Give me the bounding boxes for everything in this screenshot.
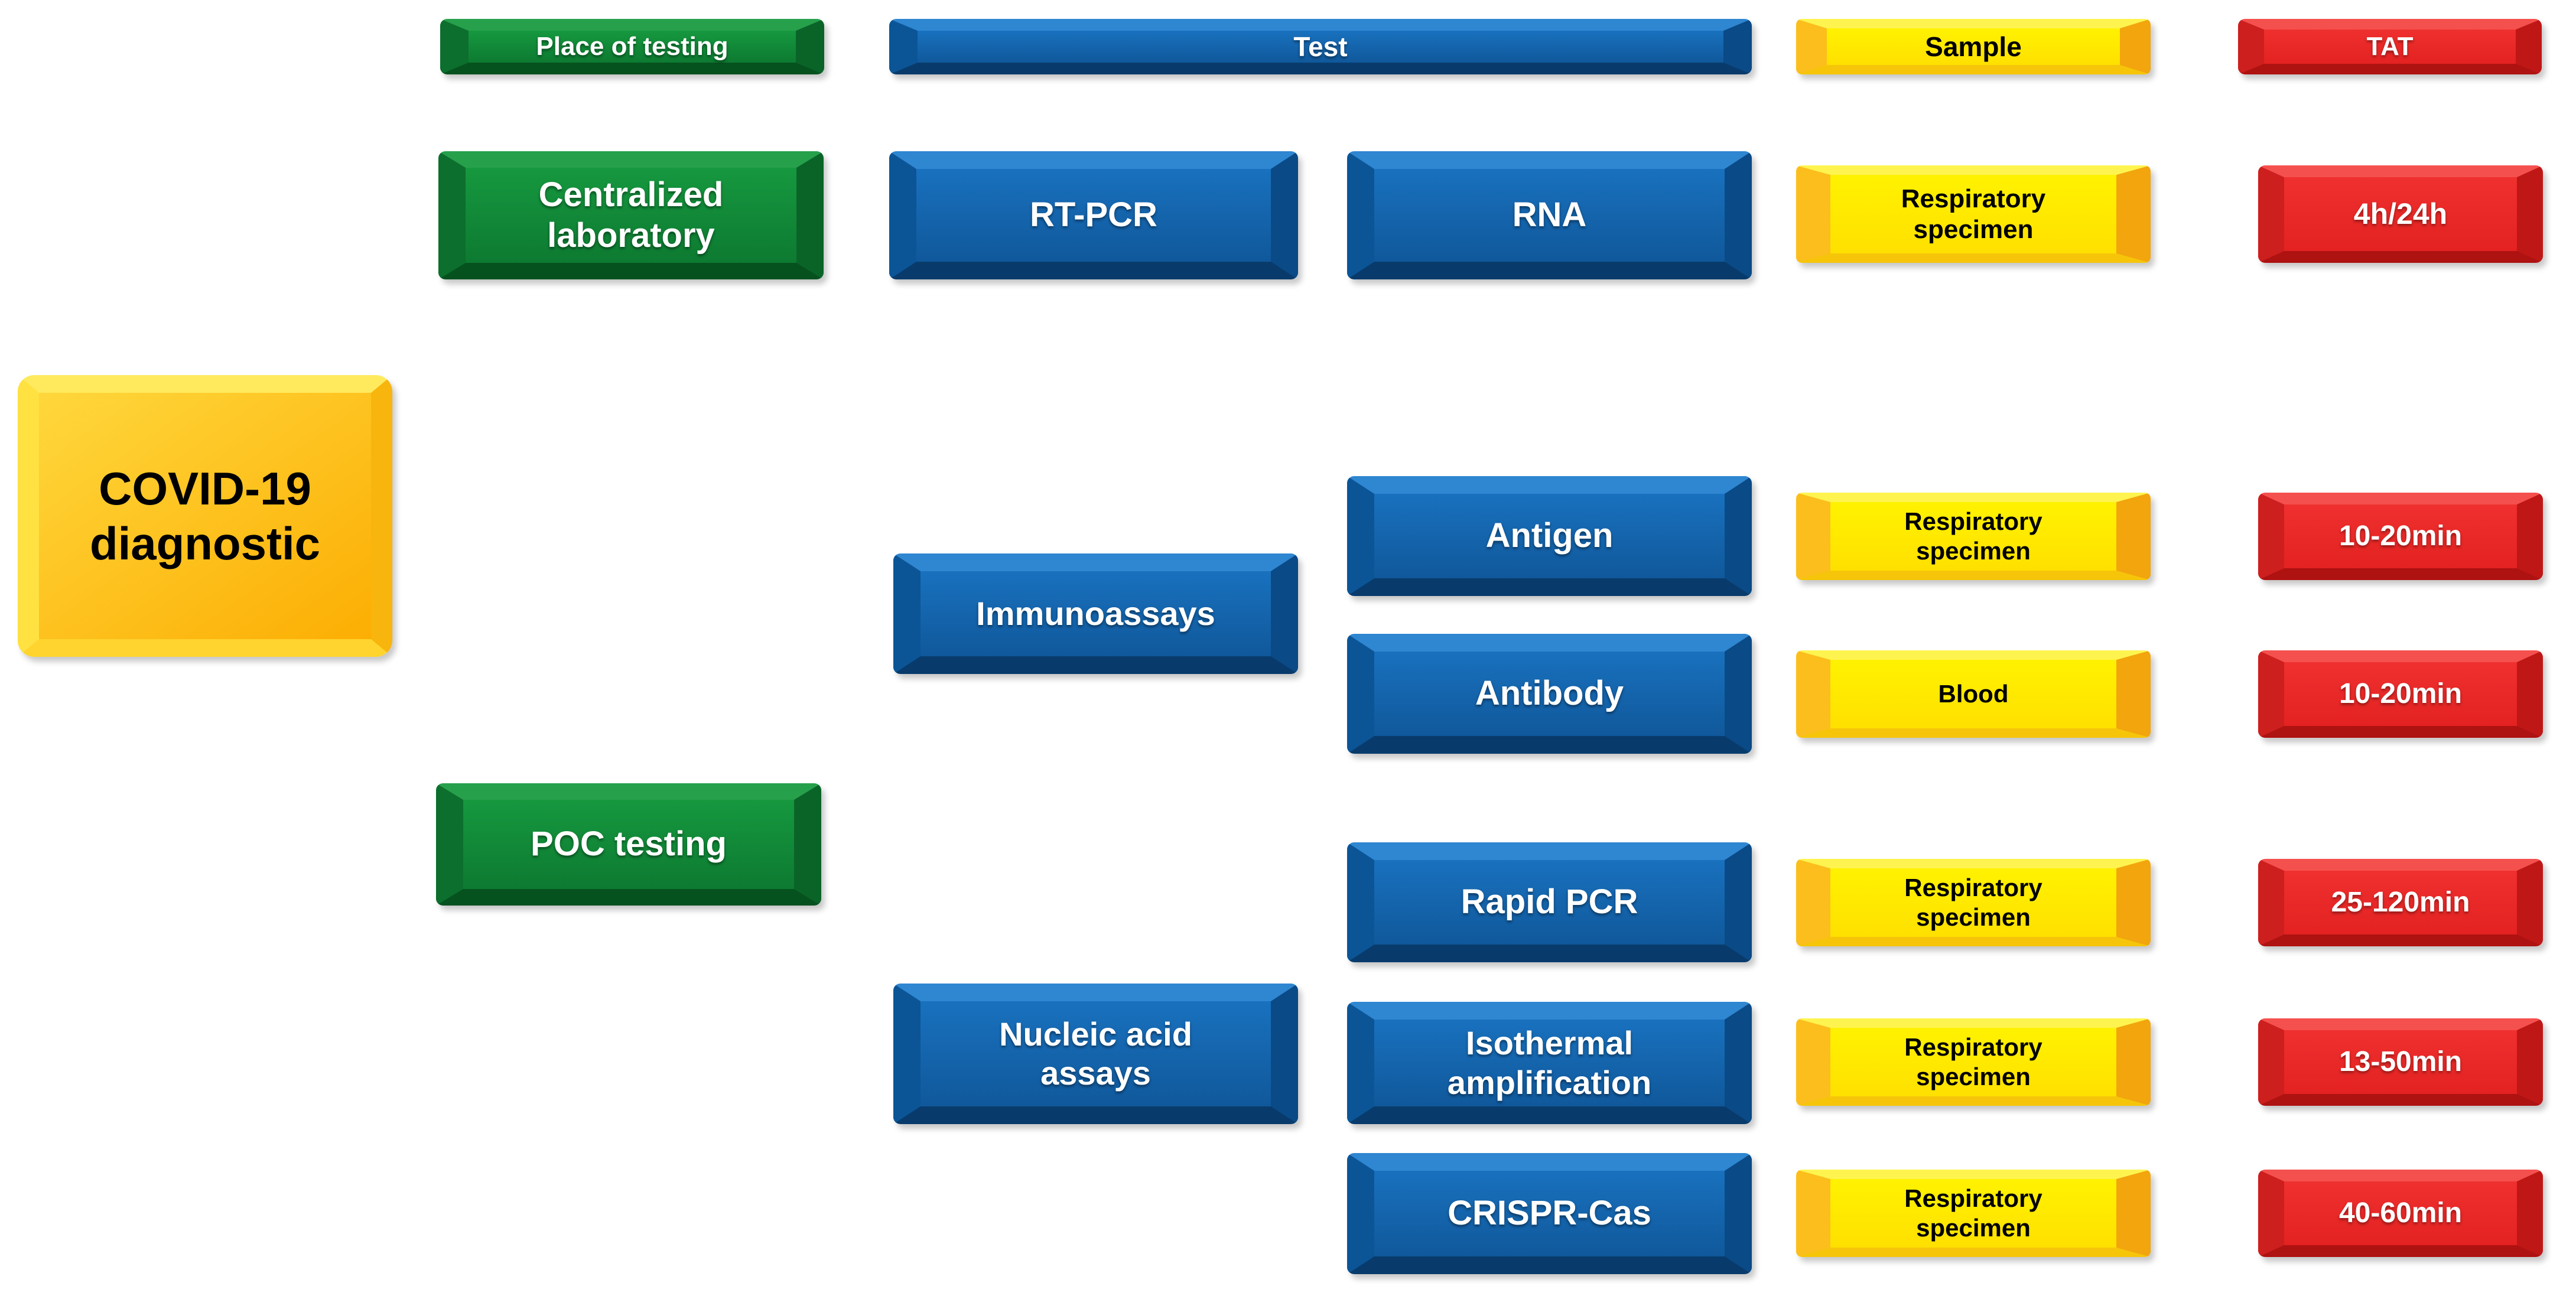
node-isothermal-amplification: Isothermal amplification [1347,1002,1752,1124]
header-place-of-testing: Place of testing [440,19,824,74]
node-sample-respiratory-isothermal: Respiratory specimen [1796,1018,2151,1106]
header-sample: Sample [1796,19,2151,74]
node-nucleic-acid-assays: Nucleic acid assays [893,984,1298,1124]
node-crispr-cas: CRISPR-Cas [1347,1153,1752,1274]
node-covid19-diagnostic: COVID-19 diagnostic [18,375,392,657]
node-tat-10-20min-antibody: 10-20min [2258,650,2543,738]
node-rt-pcr: RT-PCR [889,151,1298,279]
node-rapid-pcr: Rapid PCR [1347,842,1752,962]
header-tat: TAT [2238,19,2542,74]
node-tat-4h-24h: 4h/24h [2258,165,2543,263]
node-tat-13-50min: 13-50min [2258,1018,2543,1106]
node-tat-25-120min: 25-120min [2258,859,2543,946]
node-centralized-laboratory: Centralized laboratory [438,151,824,279]
node-poc-testing: POC testing [436,783,821,906]
node-antigen: Antigen [1347,476,1752,596]
node-sample-respiratory-crispr: Respiratory specimen [1796,1170,2151,1257]
node-sample-respiratory-antigen: Respiratory specimen [1796,493,2151,580]
node-sample-blood: Blood [1796,650,2151,738]
node-sample-respiratory-rapid-pcr: Respiratory specimen [1796,859,2151,946]
node-tat-10-20min-antigen: 10-20min [2258,493,2543,580]
node-antibody: Antibody [1347,634,1752,754]
header-test: Test [889,19,1752,74]
node-tat-40-60min: 40-60min [2258,1170,2543,1257]
node-rna: RNA [1347,151,1752,279]
node-sample-respiratory-rna: Respiratory specimen [1796,165,2151,263]
node-immunoassays: Immunoassays [893,553,1298,674]
